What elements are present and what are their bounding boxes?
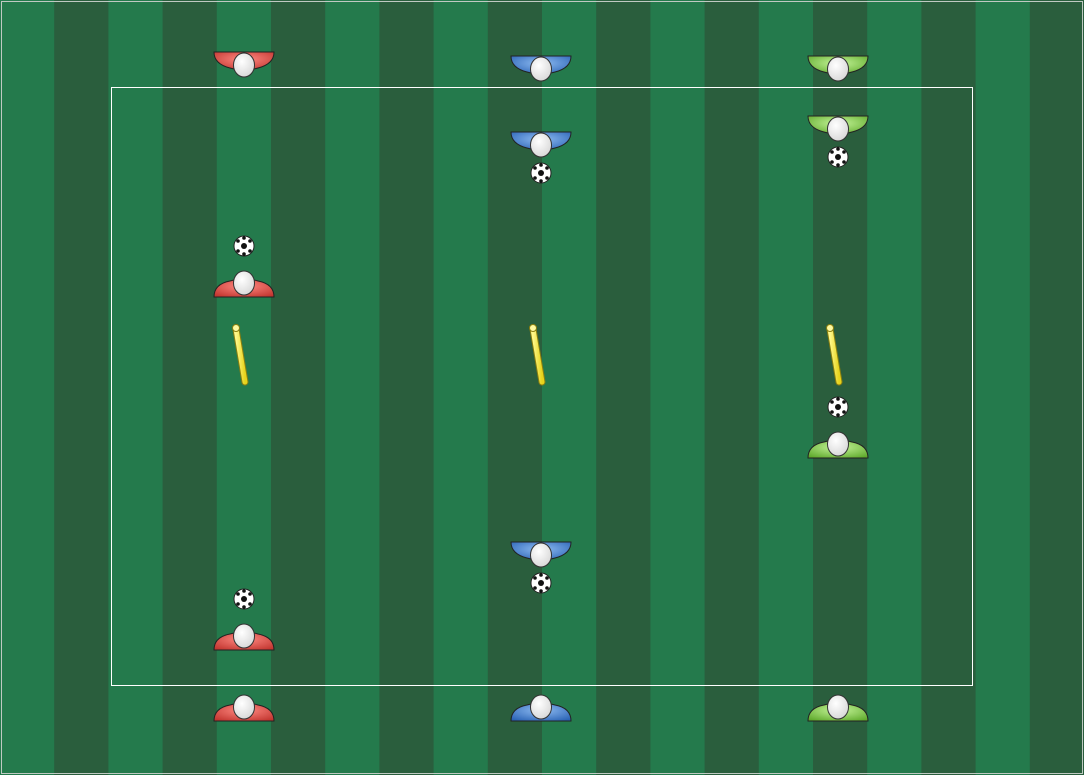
player-marker-icon player-red-1: [213, 51, 275, 78]
poles-layer: [232, 324, 843, 386]
pitch-stripe: [433, 0, 489, 775]
training-pole-icon: [529, 324, 546, 386]
training-pole-icon: [232, 324, 249, 386]
pitch-stripe: [596, 0, 651, 775]
pitch-stripe: [54, 0, 109, 775]
pitch-stripe: [867, 0, 922, 775]
pitch-stripe: [0, 0, 55, 775]
pitch-stripe: [704, 0, 760, 775]
player-marker-icon player-green-2: [807, 115, 869, 142]
balls-layer: [233, 146, 849, 610]
pitch-stripe: [542, 0, 597, 775]
pitch-stripe: [975, 0, 1031, 775]
pitch-stripe: [271, 0, 326, 775]
soccer-ball-icon: [530, 572, 552, 594]
pitch-stripe: [487, 0, 543, 775]
pitch-stripe: [650, 0, 706, 775]
pitch-stripe: [758, 0, 814, 775]
pitch-stripe: [216, 0, 272, 775]
pitch-stripe: [108, 0, 164, 775]
player-marker-icon player-red-4: [213, 694, 275, 722]
soccer-ball-icon: [827, 146, 849, 168]
player-marker-icon player-blue-4: [510, 694, 572, 722]
pitch-stripe: [162, 0, 218, 775]
players-layer: [213, 51, 869, 722]
playing-area-boundary: [111, 87, 973, 686]
pitch-stripe: [921, 0, 977, 775]
player-marker-icon player-blue-3: [510, 541, 572, 568]
training-pole-icon: [826, 324, 843, 386]
player-marker-icon player-blue-1: [510, 55, 572, 82]
pitch-stripe: [325, 0, 380, 775]
player-marker-icon player-green-3: [807, 431, 869, 459]
player-marker-icon player-red-2: [213, 270, 275, 298]
player-marker-icon player-green-1: [807, 55, 869, 82]
soccer-ball-icon: [233, 588, 255, 610]
pitch-stripe: [1029, 0, 1084, 775]
soccer-ball-icon: [233, 235, 255, 257]
player-marker-icon player-green-4: [807, 694, 869, 722]
soccer-ball-icon: [530, 162, 552, 184]
player-marker-icon player-red-3: [213, 623, 275, 651]
player-marker-icon player-blue-2: [510, 131, 572, 158]
soccer-ball-icon: [827, 396, 849, 418]
pitch-stripe: [379, 0, 435, 775]
